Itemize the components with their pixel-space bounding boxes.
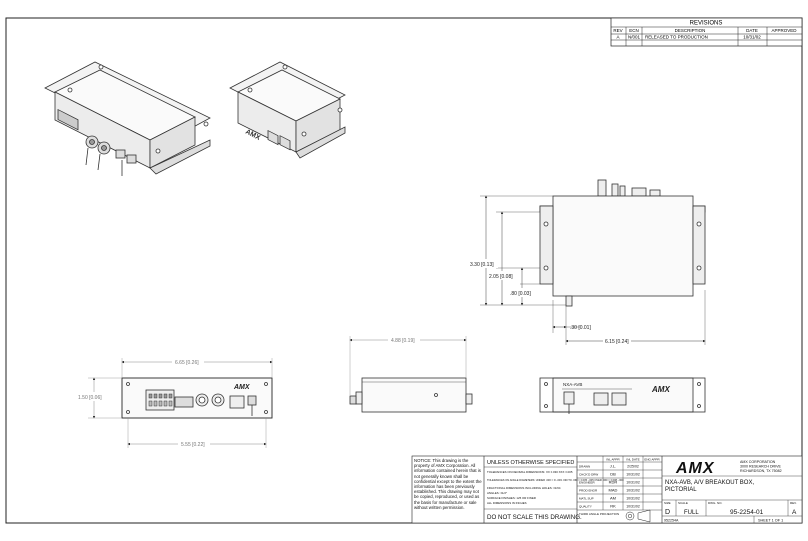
end-view-dimensions: 4.88 [0.19] (349, 335, 467, 395)
sig-role-prod: PROD ENGR (579, 489, 598, 493)
sig-init-quality: RK (610, 504, 616, 509)
rev-label: REV. (790, 501, 797, 505)
rev-header-ecn: ECN (629, 28, 639, 33)
sig-header-inl-date: INL DATE (626, 458, 639, 462)
company-line-3: RICHARDSON, TX 75082 (740, 469, 782, 473)
tol-surface: SURFACE FINISHES: 125 OR FINER (487, 496, 536, 500)
scale-label: SCALE (678, 501, 688, 505)
sig-init-matl: AM (610, 496, 616, 501)
drawing-title-1: NXA-AVB, A/V BREAKOUT BOX, (665, 480, 754, 486)
size-value: D (665, 509, 670, 516)
dwg-value: 95-2254-01 (730, 509, 764, 516)
rev-row-description: RELEASED TO PRODUCTION (645, 35, 708, 40)
title-block (411, 455, 803, 524)
dim-height-mid: 2.05 [0.08] (489, 274, 513, 280)
tol-decimal: TOLERANCES ON DECIMAL DIMENSIONS: XX ±.0… (487, 470, 573, 474)
dim-front-width-top: 6.65 [0.26] (175, 360, 199, 366)
rev-row-date: 10/31/02 (743, 35, 761, 40)
sig-init-chck: DB (610, 472, 616, 477)
tol-angle: TOLERANCES ON ANGLE DIAMETERS: UNDER .03… (487, 478, 624, 482)
sig-date-drawn: 2/25/02 (627, 465, 639, 469)
dim-height-total-label: 3.30 [0.13] (470, 262, 494, 268)
sig-date-matl: 10/31/02 (626, 497, 640, 501)
front-view: AMX (121, 377, 273, 419)
dim-front-height: 1.50 [0.06] (78, 395, 102, 401)
rev-row-rev: A (616, 35, 619, 40)
tol-fraction: FRACTIONAL DIMENSIONS INCLUDING HOLES: ±… (487, 486, 561, 490)
sig-role-drawn: DRAWN (579, 465, 590, 469)
sig-date-chck: 10/31/02 (626, 473, 640, 477)
sig-header-eng-appr: ENG APPR (644, 458, 660, 462)
tol-angles: ANGLES: ±1/2° (487, 491, 507, 495)
end-view (349, 377, 473, 413)
side-view-dimensions: 3.30 [0.13] 3.30 [0.13] 2.05 [0.08] .80 … (468, 195, 706, 345)
sheet-border (5, 17, 803, 524)
side-view (539, 179, 706, 307)
revisions-title: REVISIONS (690, 21, 723, 27)
rev-value: A (792, 509, 797, 516)
notice-text: NOTICE: This drawing is the property of … (414, 458, 482, 510)
company-line-2: 3000 RESEARCH DRIVE (740, 465, 782, 469)
dim-height-low: .80 [0.03] (510, 291, 531, 297)
do-not-scale: DO NOT SCALE THIS DRAWING. (487, 514, 582, 521)
rev-row-ecn: N/001 (628, 35, 641, 40)
iso-view-back: AMX (229, 61, 346, 159)
dim-front-width-bottom: 5.55 [0.22] (181, 442, 205, 448)
third-angle-projection-icon (625, 509, 651, 523)
rev-header-date: DATE (746, 28, 758, 33)
company-logo: AMX (675, 460, 715, 477)
size-label: SIZE (664, 501, 671, 505)
front-view-dimensions: 6.65 [0.26] 1.50 [0.06] 5.55 [0.22] (76, 357, 273, 448)
sig-role-matl: MATL SUP (579, 497, 594, 501)
file-reference: 952254A (664, 519, 679, 523)
sig-init-drawn: J.L. (610, 464, 616, 469)
rear-view-brand: AMX (651, 385, 670, 394)
rev-header-rev: REV (613, 28, 622, 33)
company-line-1: AMX CORPORATION (740, 460, 776, 464)
sheet-number: SHEET 1 OF 1 (758, 519, 783, 523)
sig-role-engineer: ENGINEER (579, 481, 596, 485)
revisions-table: REVISIONS REV ECN DESCRIPTION DATE APPRO… (610, 17, 803, 47)
dwg-label: DWG. NO. (708, 501, 722, 505)
iso-view-front (44, 61, 211, 176)
title-block-text: NOTICE: This drawing is the property of … (414, 458, 797, 523)
front-view-brand: AMX (233, 384, 251, 391)
sig-role-quality: QUALITY (579, 505, 592, 509)
drawing-title-2: PICTORIAL (665, 487, 697, 493)
sig-init-prod: MAD (609, 488, 618, 493)
rev-header-approved: APPROVED (771, 28, 797, 33)
unless-heading: UNLESS OTHERWISE SPECIFIED (487, 460, 574, 466)
sig-date-quality: 10/31/02 (626, 505, 640, 509)
rear-view-label: NXA-AVB (563, 382, 582, 387)
rev-header-description: DESCRIPTION (675, 28, 706, 33)
scale-value: FULL (684, 510, 699, 516)
tol-units: ALL DIMENSIONS IN INCHES (487, 501, 527, 505)
sig-role-chck: CHCK'D DRW (579, 473, 598, 477)
dim-end-width: 4.88 [0.19] (391, 338, 415, 344)
rear-view: AMX NXA-AVB (539, 377, 706, 414)
sig-init-engineer: RDR (609, 480, 618, 485)
dim-side-offset: .30 [0.01] (570, 325, 591, 331)
dim-side-width: 6.15 [0.24] (605, 339, 629, 345)
sig-date-engineer: 10/31/02 (626, 481, 640, 485)
sig-date-prod: 10/31/02 (626, 489, 640, 493)
sig-header-inl-appr: INL APPR (606, 458, 620, 462)
third-angle-label: THIRD ANGLE PROJECTION (579, 512, 619, 516)
